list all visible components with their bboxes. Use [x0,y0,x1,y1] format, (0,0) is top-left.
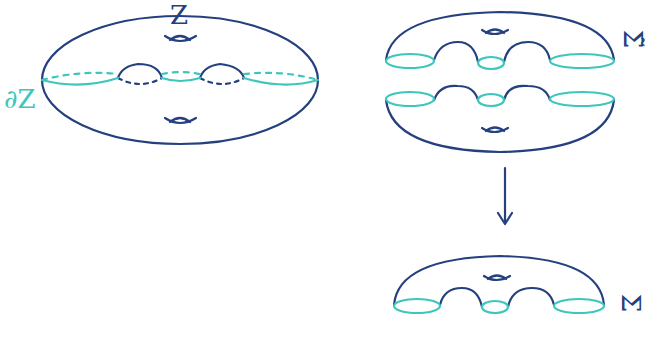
handle-hole [486,30,504,34]
handle-hole [482,30,508,34]
handle-hole [170,36,190,40]
boundary-curve [42,72,318,80]
lower-piece [386,100,614,152]
base-surface [394,256,604,305]
handle-hole [484,276,510,280]
handle-hole [486,128,504,132]
boundary-circle [386,54,434,68]
boundary-label: ∂Z [4,86,36,112]
boundary-circle [554,299,604,313]
boundary-circle [386,92,434,106]
map-arrowhead [498,213,512,224]
lower-piece-handles [434,86,550,100]
surface-label: Σ [618,294,644,312]
map-arrow [504,168,506,222]
boundary-circle [482,301,508,313]
upper-piece-handles [434,42,550,62]
handle-hole [165,118,196,123]
surface-label: Σ̃ [620,30,646,48]
upper-piece [386,12,614,60]
boundary-circle [550,54,614,68]
handle-hole [165,36,196,41]
closed-surface [42,16,318,144]
boundary-circle [478,94,504,106]
boundary-circle [394,299,440,313]
surface-label: Z [170,2,188,28]
middle-handles [118,64,244,78]
base-surface-handles [440,288,554,307]
boundary-circle [478,57,504,69]
boundary-curve [42,78,318,85]
handle-hole [488,276,506,280]
handle-hole [482,128,508,132]
boundary-circle [550,92,614,106]
handle-hole [170,118,190,122]
